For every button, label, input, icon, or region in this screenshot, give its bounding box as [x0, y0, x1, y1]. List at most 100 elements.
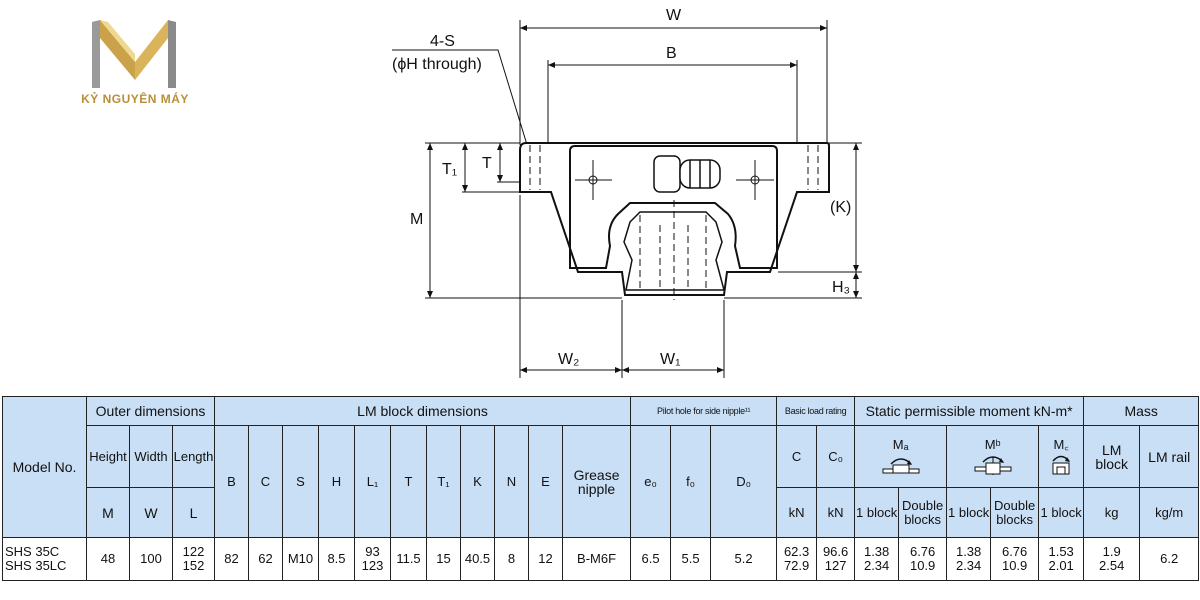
unit-kg-m: kg/m: [1139, 486, 1200, 539]
header-c: C: [776, 425, 818, 488]
cell-t: 11.5: [390, 537, 427, 581]
cell-load-c0: 96.6 127: [816, 537, 856, 581]
cell-mc-one: 1.53 2.01: [1038, 537, 1085, 581]
header-length: Length: [172, 425, 215, 488]
cell-n: 8: [494, 537, 529, 581]
ma1-value-2: 2.34: [863, 558, 890, 574]
brand-name: KỶ NGUYÊN MÁY: [81, 92, 189, 106]
ma-label: Mₐ: [892, 436, 909, 452]
symbol-m: M: [86, 486, 130, 539]
symbol-n: N: [494, 425, 529, 539]
l1-value-1: 93: [365, 544, 380, 560]
mc-value-1: 1.53: [1048, 544, 1074, 560]
symbol-c: C: [248, 425, 283, 539]
header-lm-block: LM block: [1083, 425, 1141, 488]
model-shs35lc: SHS 35LC: [5, 558, 67, 574]
ma-double-blocks: Double blocks: [898, 486, 948, 539]
ma2-value-1: 6.76: [909, 544, 936, 560]
l1-value-2: 123: [361, 558, 384, 574]
mb2-value-1: 6.76: [1001, 544, 1028, 560]
dim-label-h3: H₃: [832, 279, 850, 296]
cell-c: 62: [248, 537, 283, 581]
header-pilot-hole: Pilot hole for side nipple¹¹: [630, 395, 778, 427]
brand-logo: KỶ NGUYÊN MÁY: [40, 10, 230, 110]
l-value-1: 122: [182, 544, 205, 560]
dim-label-k: (K): [830, 199, 851, 216]
symbol-l1: L₁: [354, 425, 391, 539]
holes-note: (ϕH through): [392, 56, 482, 73]
cell-k: 40.5: [460, 537, 495, 581]
cell-f0: 5.5: [670, 537, 712, 581]
cell-b: 82: [214, 537, 249, 581]
block-cross-section-drawing: W B 4-S (ϕH through) T₁ T M (K) H₃ W₂ W₁: [392, 7, 862, 378]
mc-label: M꜀: [1053, 436, 1069, 452]
symbol-t1: T₁: [426, 425, 461, 539]
c0-value-1: 96.6: [822, 544, 849, 560]
header-load-rating: Basic load rating: [776, 395, 856, 427]
mb1-value-1: 1.38: [955, 544, 982, 560]
dim-label-t: T: [482, 155, 492, 172]
mb-label: Mᵇ: [984, 436, 1001, 452]
table-row: SHS 35C SHS 35LC 48 100 122 152 82 62 M1…: [2, 537, 1200, 581]
header-mass: Mass: [1083, 395, 1200, 427]
mc-one-block: 1 block: [1038, 486, 1085, 539]
symbol-f0: f₀: [670, 425, 712, 539]
pitch-moment-icon: [882, 457, 920, 474]
ma2-value-2: 10.9: [909, 558, 936, 574]
header-ma: Mₐ: [854, 425, 948, 488]
unit-c0: kN: [816, 486, 856, 539]
m-logo-icon: [92, 20, 176, 88]
dim-label-m: M: [410, 211, 423, 228]
header-c0: C₀: [816, 425, 856, 488]
header-width: Width: [129, 425, 173, 488]
symbol-w: W: [129, 486, 173, 539]
cell-l: 122 152: [172, 537, 215, 581]
yaw-moment-icon: [974, 455, 1012, 475]
ma-one-block: 1 block: [854, 486, 900, 539]
l-value-2: 152: [182, 558, 205, 574]
cell-mass-block: 1.9 2.54: [1083, 537, 1141, 581]
symbol-s: S: [282, 425, 319, 539]
symbol-e0: e₀: [630, 425, 672, 539]
symbol-h: H: [318, 425, 355, 539]
header-model: Model No.: [2, 395, 87, 539]
cell-mb-double: 6.76 10.9: [990, 537, 1040, 581]
mb-double-blocks: Double blocks: [990, 486, 1040, 539]
dim-label-w2: W₂: [558, 351, 579, 368]
cell-e0: 6.5: [630, 537, 672, 581]
header-mb: Mᵇ: [946, 425, 1040, 488]
cell-ma-one: 1.38 2.34: [854, 537, 900, 581]
mc-value-2: 2.01: [1048, 558, 1074, 574]
mb-one-block: 1 block: [946, 486, 992, 539]
c-value-1: 62.3: [783, 544, 810, 560]
header-lm-rail: LM rail: [1139, 425, 1200, 488]
cell-ma-double: 6.76 10.9: [898, 537, 948, 581]
dim-label-t1: T₁: [442, 161, 457, 178]
cell-mass-rail: 6.2: [1139, 537, 1200, 581]
holes-label: 4-S: [430, 33, 455, 50]
dim-label-w1: W₁: [660, 351, 681, 368]
cell-model: SHS 35C SHS 35LC: [2, 537, 87, 581]
roll-moment-icon: [1052, 455, 1071, 475]
cell-t1: 15: [426, 537, 461, 581]
dim-label-w: W: [666, 7, 682, 24]
cell-m: 48: [86, 537, 130, 581]
symbol-l: L: [172, 486, 215, 539]
unit-c: kN: [776, 486, 818, 539]
cell-w: 100: [129, 537, 173, 581]
specification-table: Model No. Outer dimensions LM block dime…: [2, 395, 1200, 581]
header-moment: Static permissible moment kN-m*: [854, 395, 1085, 427]
header-grease-nipple: Grease nipple: [561, 425, 632, 539]
symbol-e: E: [528, 425, 563, 539]
cell-s: M10: [282, 537, 319, 581]
symbol-b: B: [214, 425, 249, 539]
cell-d0: 5.2: [710, 537, 778, 581]
header-mc: M꜀: [1038, 425, 1085, 488]
header-outer-dimensions: Outer dimensions: [86, 395, 215, 427]
mb1-value-2: 2.34: [955, 558, 982, 574]
c-value-2: 72.9: [783, 558, 810, 574]
dim-label-b: B: [666, 45, 677, 62]
kg-value-1: 1.9: [1102, 544, 1121, 560]
unit-kg: kg: [1083, 486, 1141, 539]
cell-mb-one: 1.38 2.34: [946, 537, 992, 581]
